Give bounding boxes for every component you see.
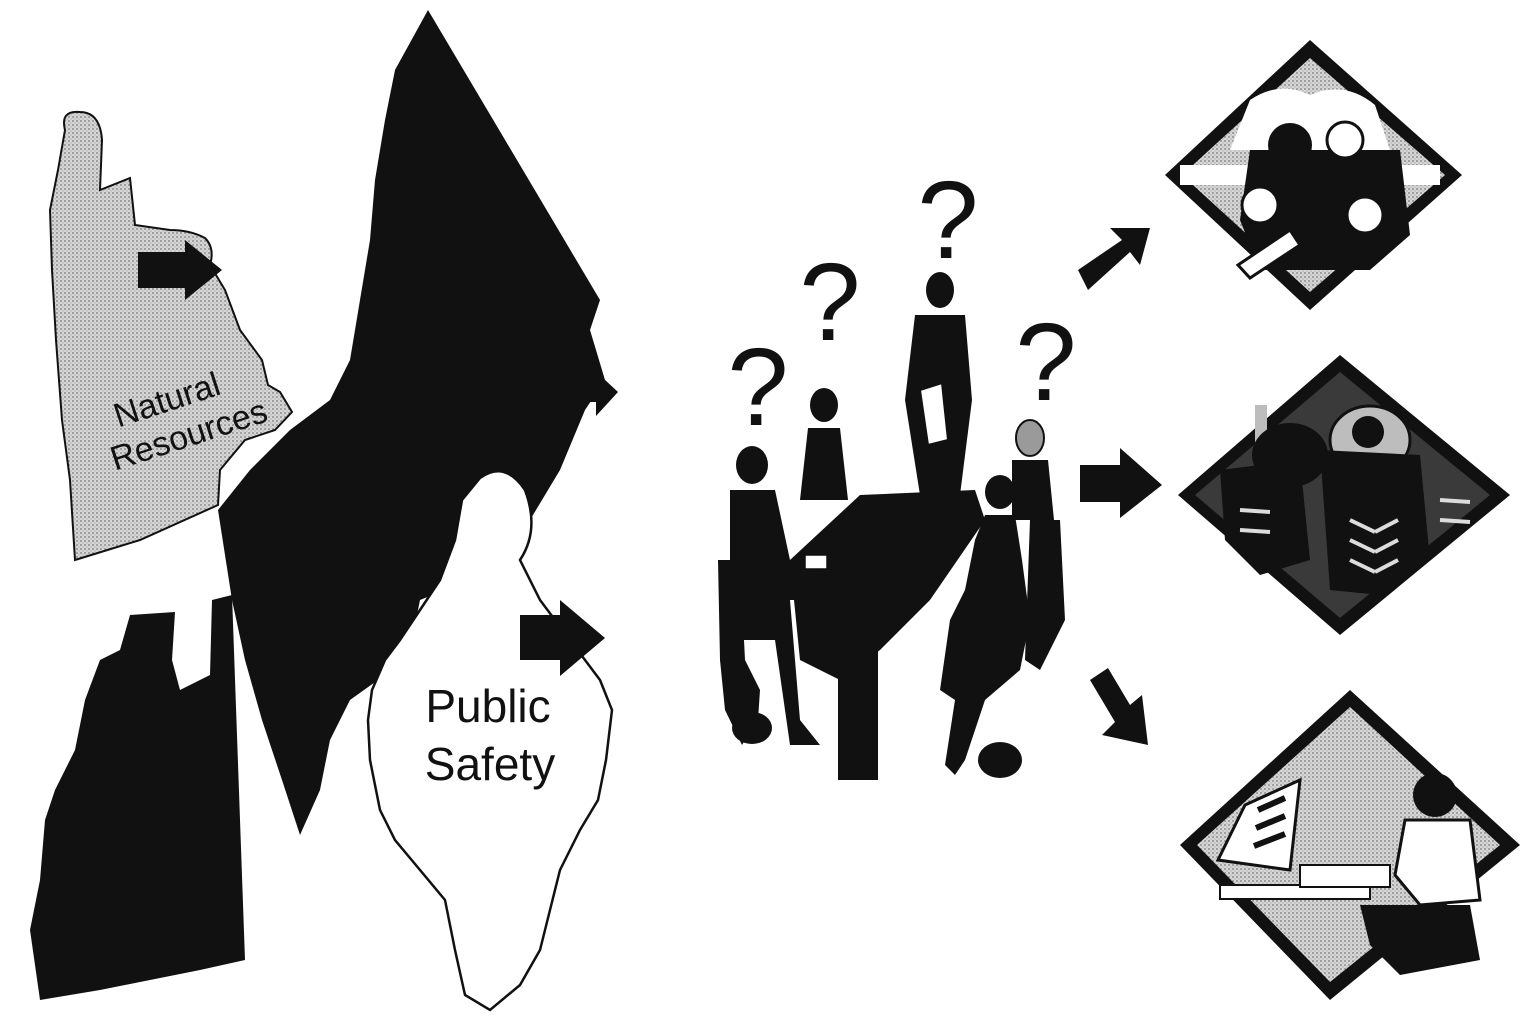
question-mark: ?: [917, 159, 978, 282]
question-mark: ?: [727, 326, 788, 449]
office-worker-diamond-icon: [1180, 690, 1520, 1000]
arrow-icon: [1080, 448, 1162, 518]
people-group-diamond-icon: [1165, 40, 1462, 310]
meeting-table-icon: ? ? ? ?: [718, 159, 1077, 780]
question-mark: ?: [1015, 301, 1076, 424]
arrow-icon: [1078, 228, 1150, 290]
black-territory-south-icon: [30, 595, 245, 1000]
vehicles-diamond-icon: [1178, 355, 1510, 635]
seated-person: [1012, 420, 1054, 520]
public-safety-label-line2: Safety: [425, 738, 555, 790]
public-safety-label-line1: Public: [425, 680, 550, 732]
seated-person: [800, 388, 848, 500]
question-mark: ?: [799, 241, 860, 364]
arrow-icon: [1090, 668, 1148, 745]
